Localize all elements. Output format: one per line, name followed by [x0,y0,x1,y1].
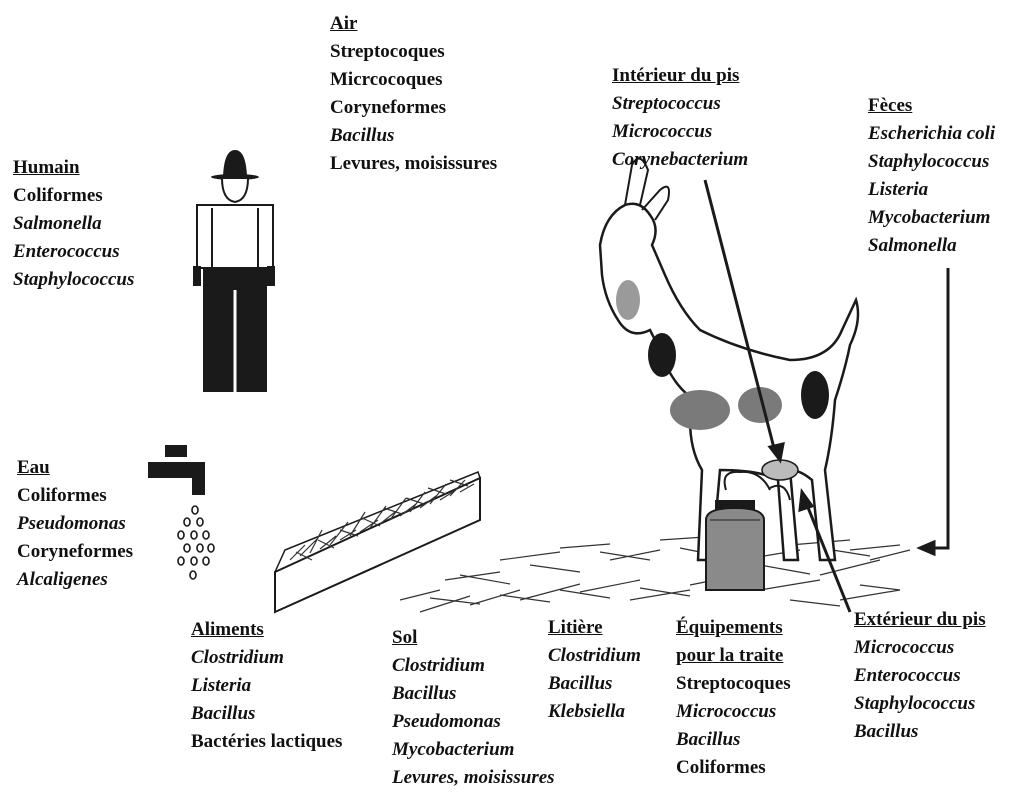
list-item: Coryneformes [330,94,497,122]
list-item: Streptococcus [612,90,748,118]
humain-source: Humain Coliformes Salmonella Enterococcu… [13,154,134,294]
equipements-source: Équipements pour la traite Streptocoques… [676,614,791,782]
aliments-title: Aliments [191,616,342,644]
list-item: Staphylococcus [13,266,134,294]
feces-source: Fèces Escherichia coli Staphylococcus Li… [868,92,995,260]
water-tap-icon [148,445,214,579]
list-item: Levures, moisissures [330,150,497,178]
list-item: Listeria [868,176,995,204]
equipements-title: Équipements [676,614,791,642]
list-item: Bacillus [854,718,986,746]
list-item: Clostridium [191,644,342,672]
feces-title: Fèces [868,92,995,120]
air-source: Air Streptocoques Micrcocoques Corynefor… [330,10,497,178]
list-item: Micrococcus [612,118,748,146]
list-item: Escherichia coli [868,120,995,148]
exterieur-pis-source: Extérieur du pis Micrococcus Enterococcu… [854,606,986,746]
litiere-source: Litière Clostridium Bacillus Klebsiella [548,614,641,726]
air-title: Air [330,10,497,38]
list-item: Pseudomonas [17,510,133,538]
list-item: Staphylococcus [854,690,986,718]
exterieur-pis-title: Extérieur du pis [854,606,986,634]
list-item: Coryneformes [17,538,133,566]
list-item: Bacillus [548,670,641,698]
list-item: Corynebacterium [612,146,748,174]
sol-source: Sol Clostridium Bacillus Pseudomonas Myc… [392,624,555,792]
list-item: Klebsiella [548,698,641,726]
list-item: Coliformes [13,182,134,210]
list-item: Bacillus [676,726,791,754]
list-item: Bacillus [330,122,497,150]
list-item: Mycobacterium [392,736,555,764]
aliments-source: Aliments Clostridium Listeria Bacillus B… [191,616,342,756]
list-item: Enterococcus [13,238,134,266]
list-item: Alcaligenes [17,566,133,594]
eau-title: Eau [17,454,133,482]
list-item: Streptocoques [330,38,497,66]
interieur-pis-title: Intérieur du pis [612,62,748,90]
list-item: Enterococcus [854,662,986,690]
equipements-title-line2: pour la traite [676,642,791,670]
list-item: Streptocoques [676,670,791,698]
list-item: Clostridium [392,652,555,680]
list-item: Coliformes [676,754,791,782]
list-item: Staphylococcus [868,148,995,176]
person-icon [193,150,275,392]
list-item: Bactéries lactiques [191,728,342,756]
list-item: Bacillus [392,680,555,708]
list-item: Pseudomonas [392,708,555,736]
litiere-title: Litière [548,614,641,642]
goat-icon [600,159,858,560]
interieur-pis-source: Intérieur du pis Streptococcus Micrococc… [612,62,748,174]
eau-source: Eau Coliformes Pseudomonas Coryneformes … [17,454,133,594]
list-item: Salmonella [13,210,134,238]
humain-title: Humain [13,154,134,182]
list-item: Mycobacterium [868,204,995,232]
list-item: Micrococcus [854,634,986,662]
list-item: Listeria [191,672,342,700]
sol-title: Sol [392,624,555,652]
list-item: Clostridium [548,642,641,670]
list-item: Coliformes [17,482,133,510]
list-item: Micrcocoques [330,66,497,94]
list-item: Micrococcus [676,698,791,726]
list-item: Bacillus [191,700,342,728]
list-item: Salmonella [868,232,995,260]
feed-trough-icon [275,472,480,612]
list-item: Levures, moisissures [392,764,555,792]
